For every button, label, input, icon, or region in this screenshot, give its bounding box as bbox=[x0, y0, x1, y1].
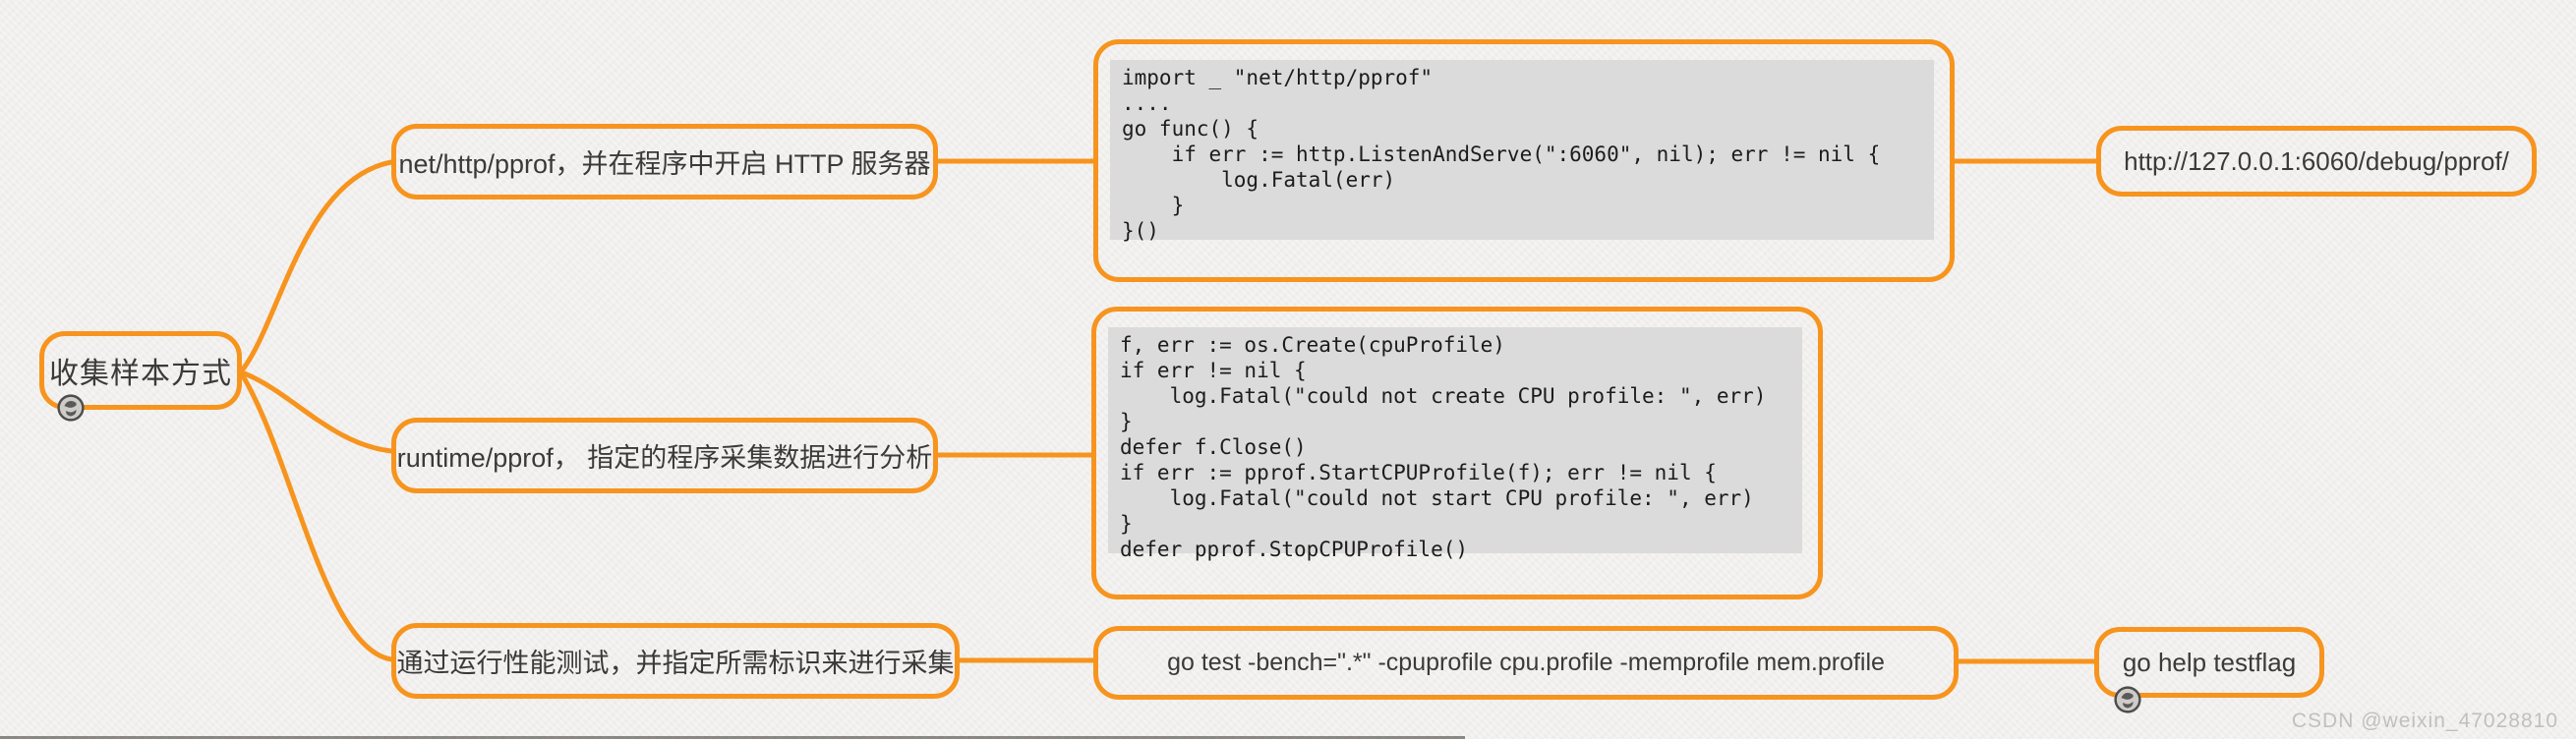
topic-debug-pprof-url[interactable]: http://127.0.0.1:6060/debug/pprof/ bbox=[2096, 126, 2537, 197]
topic-label: net/http/pprof，并在程序中开启 HTTP 服务器 bbox=[398, 149, 931, 179]
topic-benchmark-collect[interactable]: 通过运行性能测试，并指定所需标识来进行采集 bbox=[391, 623, 960, 699]
topic-net-http-pprof[interactable]: net/http/pprof，并在程序中开启 HTTP 服务器 bbox=[391, 124, 938, 199]
topic-label: runtime/pprof， 指定的程序采集数据进行分析 bbox=[396, 443, 933, 473]
connector-root-to-branch2 bbox=[239, 370, 394, 454]
topic-label: http://127.0.0.1:6060/debug/pprof/ bbox=[2124, 145, 2509, 176]
code-text: f, err := os.Create(cpuProfile) if err !… bbox=[1120, 333, 1767, 561]
connector-root-to-branch3 bbox=[239, 371, 394, 662]
topic-label: go test -bench=".*" -cpuprofile cpu.prof… bbox=[1167, 649, 1885, 676]
topic-label: 通过运行性能测试，并指定所需标识来进行采集 bbox=[396, 649, 955, 678]
topic-runtime-pprof[interactable]: runtime/pprof， 指定的程序采集数据进行分析 bbox=[391, 418, 938, 493]
code-background: import _ "net/http/pprof" .... go func()… bbox=[1110, 60, 1934, 243]
watermark: CSDN @weixin_47028810 bbox=[2291, 710, 2558, 732]
code-block-runtime-pprof[interactable]: f, err := os.Create(cpuProfile) if err !… bbox=[1091, 307, 1823, 599]
code-block-net-http-pprof[interactable]: import _ "net/http/pprof" .... go func()… bbox=[1093, 39, 1955, 282]
connector-root-to-branch1 bbox=[239, 159, 394, 373]
code-background: f, err := os.Create(cpuProfile) if err !… bbox=[1108, 327, 1802, 561]
topic-go-help-testflag[interactable]: go help testflag bbox=[2094, 627, 2324, 698]
bottom-edge-line bbox=[0, 736, 1465, 739]
note-marker-icon[interactable] bbox=[56, 393, 86, 423]
root-topic-label: 收集样本方式 bbox=[49, 358, 232, 390]
root-topic[interactable]: 收集样本方式 bbox=[39, 331, 242, 410]
code-text: import _ "net/http/pprof" .... go func()… bbox=[1122, 66, 1881, 243]
note-marker-icon[interactable] bbox=[2113, 685, 2142, 714]
topic-label: go help testflag bbox=[2122, 647, 2297, 677]
topic-go-test-command[interactable]: go test -bench=".*" -cpuprofile cpu.prof… bbox=[1093, 626, 1959, 700]
